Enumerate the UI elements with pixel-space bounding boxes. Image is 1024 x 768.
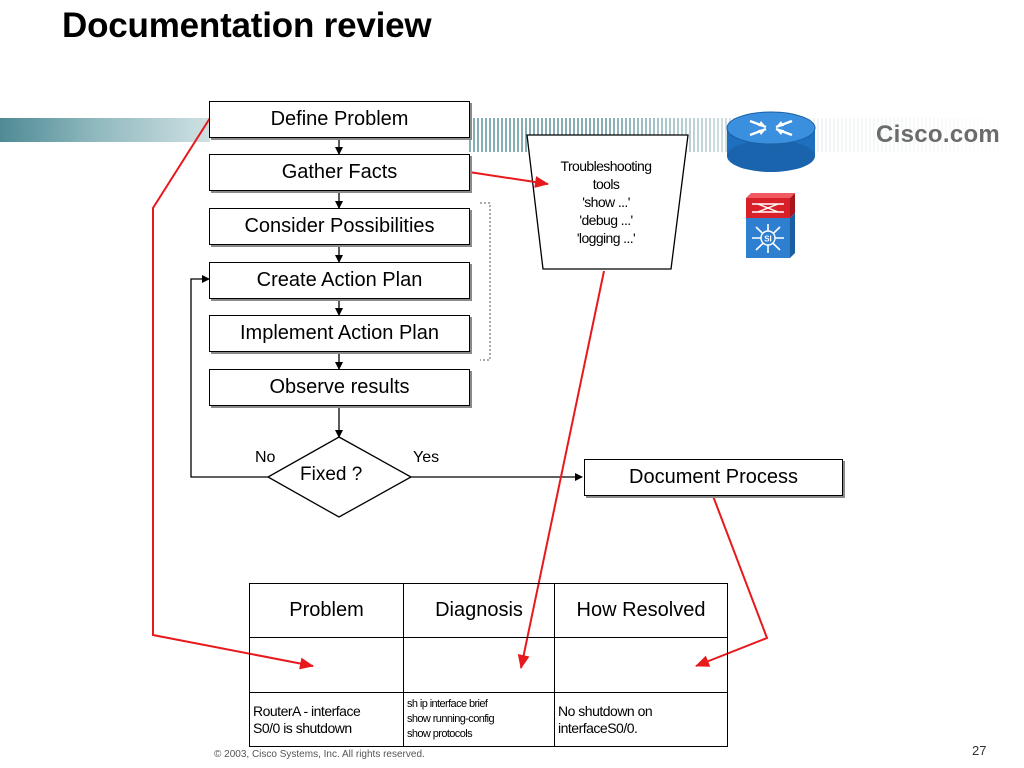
yes-label: Yes [413, 449, 440, 466]
header-problem: Problem [249, 583, 404, 638]
cell-line: interfaceS0/0. [558, 719, 638, 736]
cell-resolved: No shutdown on interfaceS0/0. [554, 692, 728, 747]
cell-diagnosis: sh ip interface brief show running-confi… [403, 692, 555, 747]
step-label: Create Action Plan [256, 269, 423, 291]
svg-text:SI: SI [764, 235, 772, 244]
step-label: Observe results [269, 376, 410, 398]
step-consider-possibilities: Consider Possibilities [209, 208, 470, 245]
tools-line: 'show ...' [582, 194, 630, 210]
decision-diamond [266, 436, 413, 518]
tools-line: tools [592, 176, 620, 192]
resolution-table: Problem Diagnosis How Resolved RouterA -… [249, 583, 728, 747]
table-row-blank [249, 637, 728, 693]
step-label: Consider Possibilities [244, 215, 435, 237]
page-number: 27 [972, 743, 987, 758]
cell-line: show protocols [407, 728, 473, 740]
copyright-footer: © 2003, Cisco Systems, Inc. All rights r… [214, 749, 425, 760]
troubleshooting-tools-text: Troubleshooting tools 'show ...' 'debug … [540, 157, 672, 247]
page-title: Documentation review [62, 6, 432, 45]
step-label: Gather Facts [281, 161, 398, 183]
router-icon [726, 111, 816, 172]
tools-trapezoid [526, 134, 689, 270]
step-create-action-plan: Create Action Plan [209, 262, 470, 299]
step-label: Define Problem [270, 108, 409, 130]
table-cell [403, 637, 555, 693]
header-diagnosis: Diagnosis [403, 583, 555, 638]
step-implement-action-plan: Implement Action Plan [209, 315, 470, 352]
header-how-resolved: How Resolved [554, 583, 728, 638]
step-observe-results: Observe results [209, 369, 470, 406]
table-header-row: Problem Diagnosis How Resolved [249, 583, 728, 638]
document-process-label: Document Process [629, 466, 798, 488]
step-gather-facts: Gather Facts [209, 154, 470, 191]
table-row: RouterA - interface S0/0 is shutdown sh … [249, 692, 728, 747]
decision-label: Fixed ? [300, 464, 363, 485]
cell-line: RouterA - interface [253, 702, 361, 719]
no-label: No [255, 449, 276, 466]
cell-line: No shutdown on [558, 702, 653, 719]
step-connectors [190, 137, 583, 481]
multilayer-switch-icon: SI [746, 193, 795, 258]
tools-line: Troubleshooting [560, 158, 652, 174]
step-define-problem: Define Problem [209, 101, 470, 138]
header-band-left [0, 118, 210, 142]
cell-problem: RouterA - interface S0/0 is shutdown [249, 692, 404, 747]
cisco-logo: Cisco.com [876, 121, 1001, 148]
cell-line: show running-config [407, 713, 495, 725]
cell-line: S0/0 is shutdown [253, 719, 352, 736]
document-process-box: Document Process [584, 459, 843, 496]
table-cell [554, 637, 728, 693]
step-label: Implement Action Plan [240, 322, 439, 344]
cell-line: sh ip interface brief [407, 698, 488, 710]
table-cell [249, 637, 404, 693]
dotted-bracket [480, 202, 491, 361]
tools-line: 'debug ...' [579, 212, 633, 228]
tools-line: 'logging ...' [576, 230, 636, 246]
